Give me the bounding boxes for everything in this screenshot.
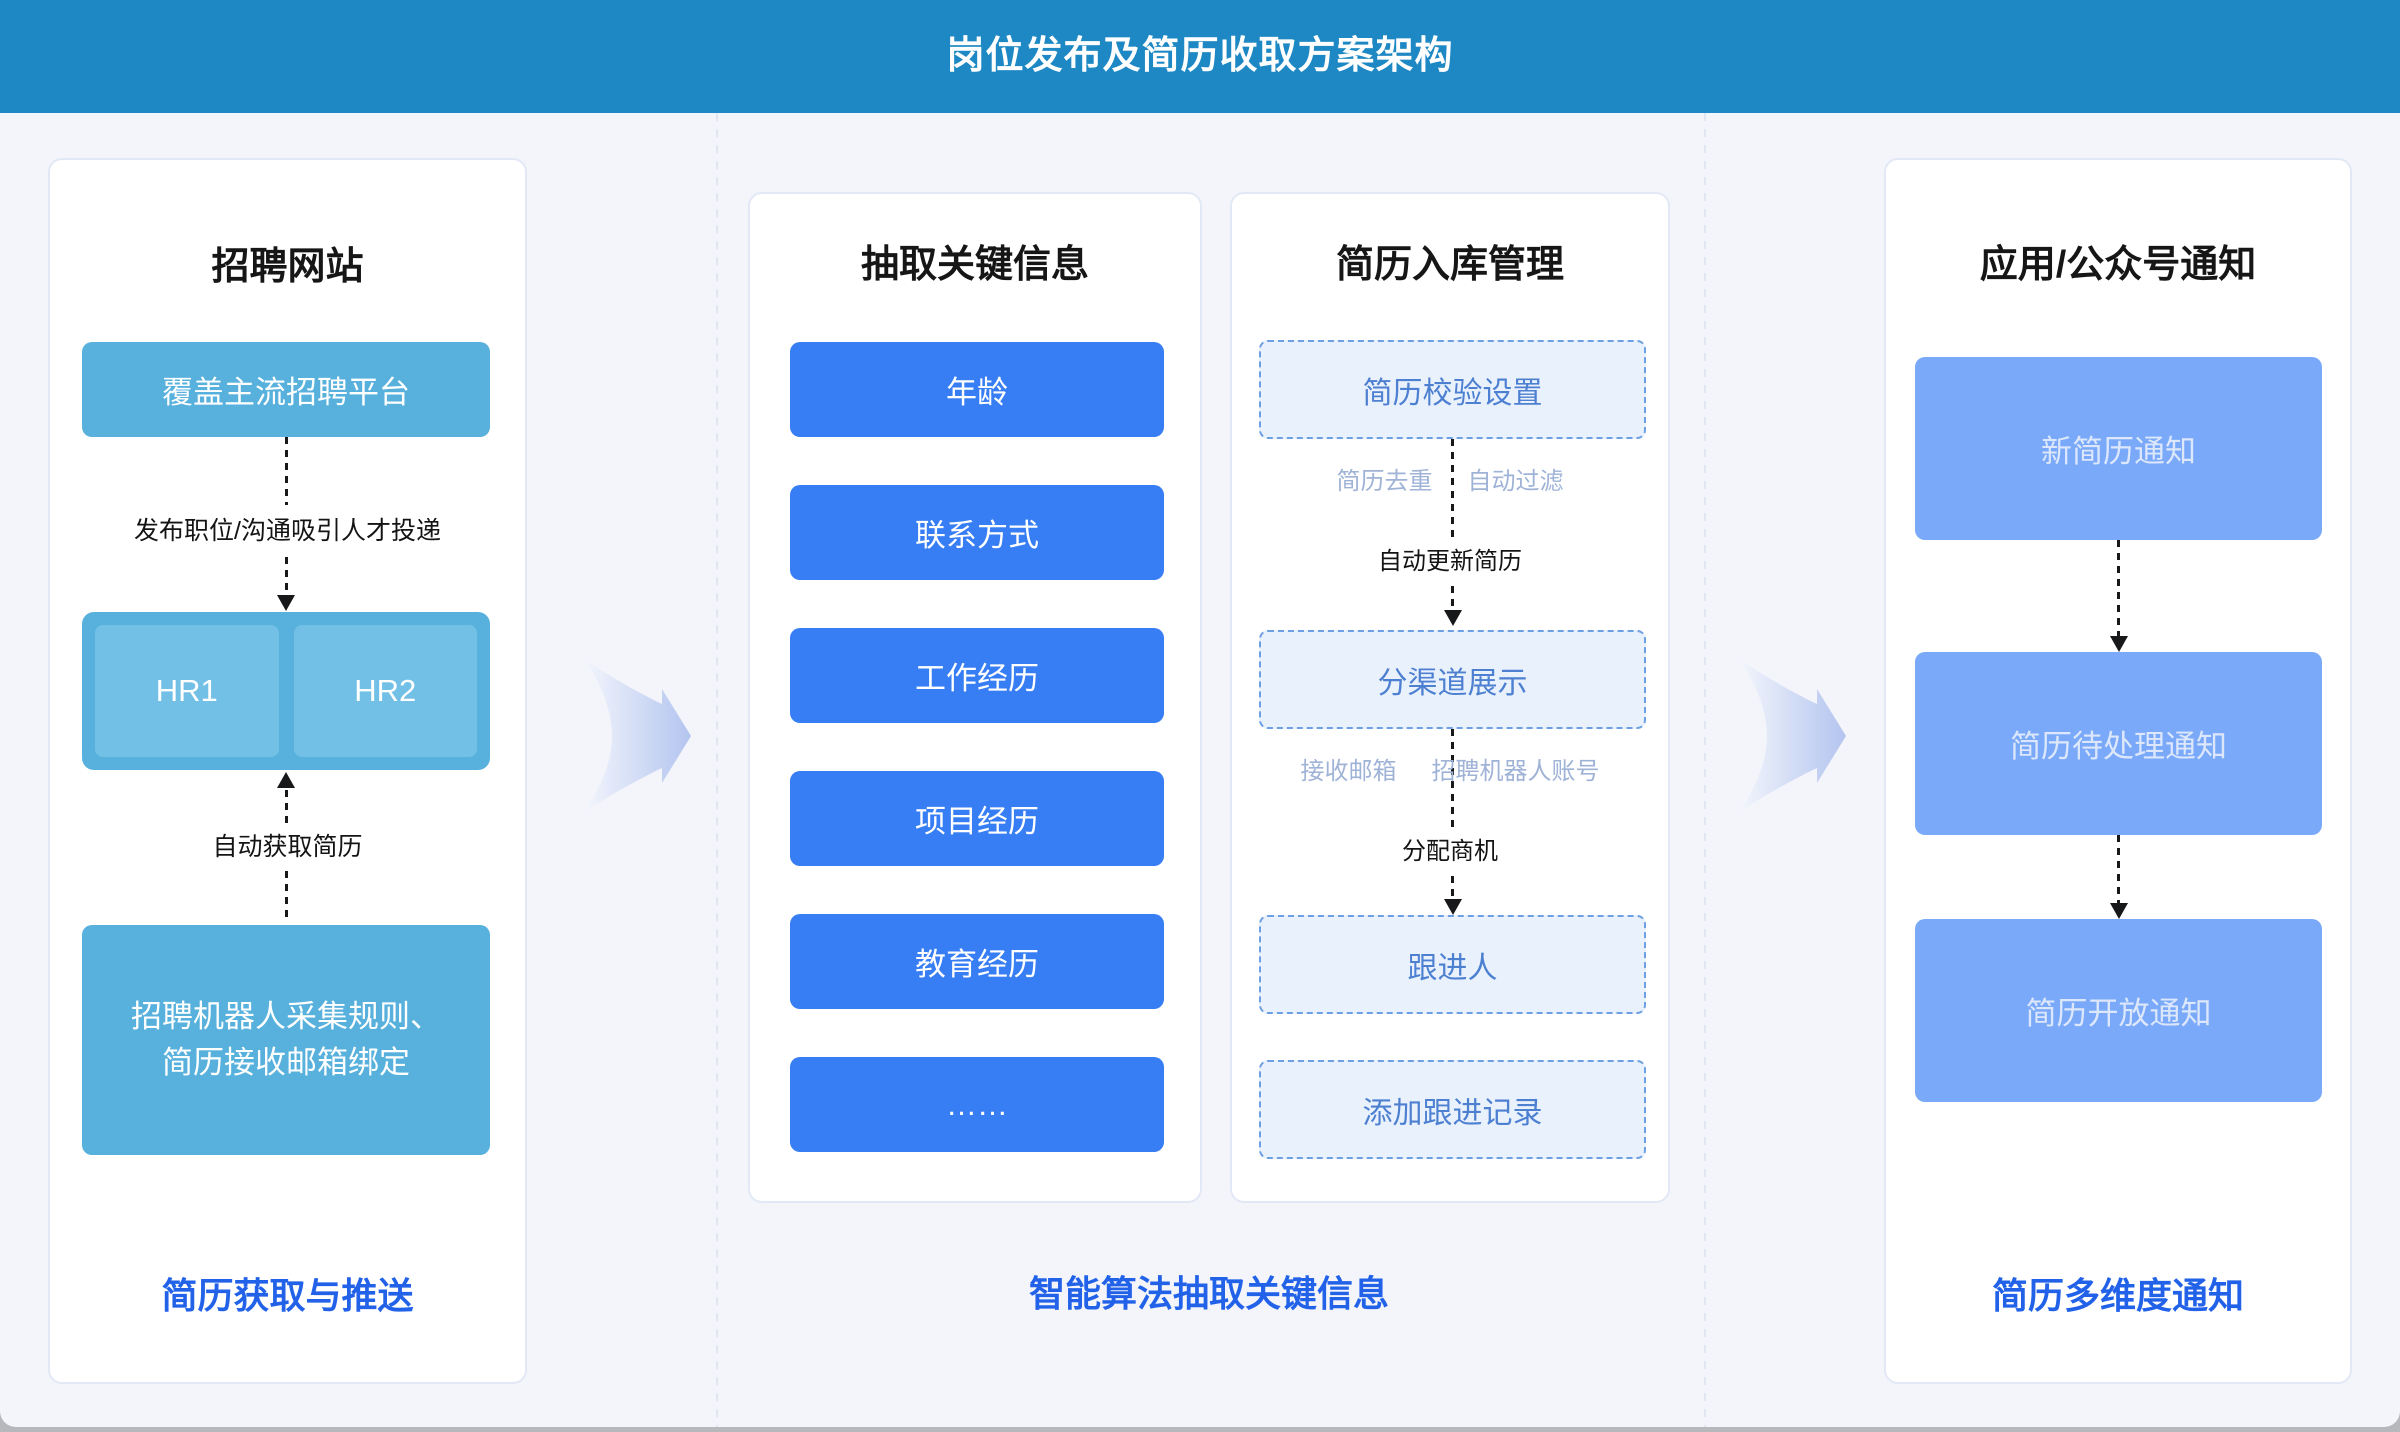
node-follow-record: 添加跟进记录 bbox=[1259, 1060, 1646, 1159]
arrowhead-down-icon bbox=[1444, 610, 1462, 626]
dashed-connector bbox=[2117, 835, 2120, 903]
node-more: …… bbox=[790, 1057, 1164, 1152]
flow-label-assign: 分配商机 bbox=[1402, 838, 1498, 865]
node-robot-rules: 招聘机器人采集规则、 简历接收邮箱绑定 bbox=[82, 925, 490, 1155]
panel-recruit-site: 招聘网站 覆盖主流招聘平台 发布职位/沟通吸引人才投递 HR1 HR2 自动获取… bbox=[48, 158, 527, 1384]
node-cover-platforms: 覆盖主流招聘平台 bbox=[82, 342, 490, 437]
arrowhead-up-icon bbox=[277, 772, 295, 788]
panel-notify-title: 应用/公众号通知 bbox=[1979, 244, 2257, 286]
panel-recruit-title: 招聘网站 bbox=[211, 246, 364, 288]
tag-robot-account: 招聘机器人账号 bbox=[1431, 758, 1600, 785]
section-divider-dashed-line bbox=[1704, 113, 1706, 1427]
dashed-connector bbox=[1451, 439, 1454, 540]
flow-chevron-arrow bbox=[585, 660, 691, 811]
dashed-connector bbox=[1451, 586, 1454, 610]
header-bar: 岗位发布及简历收取方案架构 bbox=[0, 0, 2400, 113]
dashed-connector bbox=[285, 437, 288, 505]
dashed-connector bbox=[285, 871, 288, 923]
tag-row-dedupe-filter: 简历去重 自动过滤 bbox=[1232, 460, 1668, 504]
node-project-exp: 项目经历 bbox=[790, 771, 1164, 866]
middle-section-footer: 智能算法抽取关键信息 bbox=[1028, 1273, 1389, 1314]
node-channel-display: 分渠道展示 bbox=[1259, 630, 1646, 729]
tag-filter: 自动过滤 bbox=[1467, 468, 1564, 495]
node-contact: 联系方式 bbox=[790, 485, 1164, 580]
tag-row-mailbox-robot: 接收邮箱 招聘机器人账号 bbox=[1232, 750, 1668, 794]
arrowhead-down-icon bbox=[1444, 899, 1462, 915]
dashed-connector bbox=[2117, 540, 2120, 636]
node-new-resume-notify: 新简历通知 bbox=[1915, 357, 2322, 540]
node-hr1: HR1 bbox=[95, 625, 279, 757]
window-bottom-edge bbox=[0, 1427, 2400, 1432]
panel-recruit-footer: 简历获取与推送 bbox=[161, 1275, 414, 1316]
flow-label-publish: 发布职位/沟通吸引人才投递 bbox=[134, 517, 441, 545]
panel-extract-title: 抽取关键信息 bbox=[860, 244, 1089, 286]
node-work-exp: 工作经历 bbox=[790, 628, 1164, 723]
panel-resume-storage: 简历入库管理 简历校验设置 简历去重 自动过滤 自动更新简历 分渠道展示 接收邮… bbox=[1230, 192, 1670, 1203]
node-resume-check: 简历校验设置 bbox=[1259, 340, 1646, 439]
dashed-connector bbox=[1451, 876, 1454, 899]
node-education-exp: 教育经历 bbox=[790, 914, 1164, 1009]
flow-chevron-arrow bbox=[1740, 660, 1846, 811]
node-age: 年龄 bbox=[790, 342, 1164, 437]
arrowhead-down-icon bbox=[277, 595, 295, 611]
flow-label-auto-fetch: 自动获取简历 bbox=[212, 833, 363, 861]
tag-dedupe: 简历去重 bbox=[1336, 468, 1433, 495]
arrowhead-down-icon bbox=[2110, 636, 2128, 652]
node-follower: 跟进人 bbox=[1259, 915, 1646, 1014]
flow-label-auto-update: 自动更新简历 bbox=[1378, 548, 1522, 575]
dashed-connector bbox=[285, 790, 288, 825]
node-hr-group: HR1 HR2 bbox=[82, 612, 490, 770]
tag-mailbox: 接收邮箱 bbox=[1300, 758, 1397, 785]
panel-app-notify: 应用/公众号通知 新简历通知 简历待处理通知 简历开放通知 简历多维度通知 bbox=[1884, 158, 2352, 1384]
panel-storage-title: 简历入库管理 bbox=[1335, 244, 1564, 286]
node-robot-rules-line2: 简历接收邮箱绑定 bbox=[162, 1045, 410, 1080]
panel-notify-footer: 简历多维度通知 bbox=[1991, 1275, 2244, 1316]
node-pending-resume-notify: 简历待处理通知 bbox=[1915, 652, 2322, 835]
dashed-connector bbox=[1451, 729, 1454, 830]
dashed-connector bbox=[285, 557, 288, 595]
panel-extract-info: 抽取关键信息 年龄 联系方式 工作经历 项目经历 教育经历 …… bbox=[748, 192, 1202, 1203]
page-title: 岗位发布及简历收取方案架构 bbox=[946, 35, 1454, 77]
node-open-resume-notify: 简历开放通知 bbox=[1915, 919, 2322, 1102]
node-hr2: HR2 bbox=[293, 625, 477, 757]
node-robot-rules-line1: 招聘机器人采集规则、 bbox=[131, 999, 441, 1034]
arrowhead-down-icon bbox=[2110, 903, 2128, 919]
section-divider-dashed-line bbox=[716, 113, 718, 1427]
